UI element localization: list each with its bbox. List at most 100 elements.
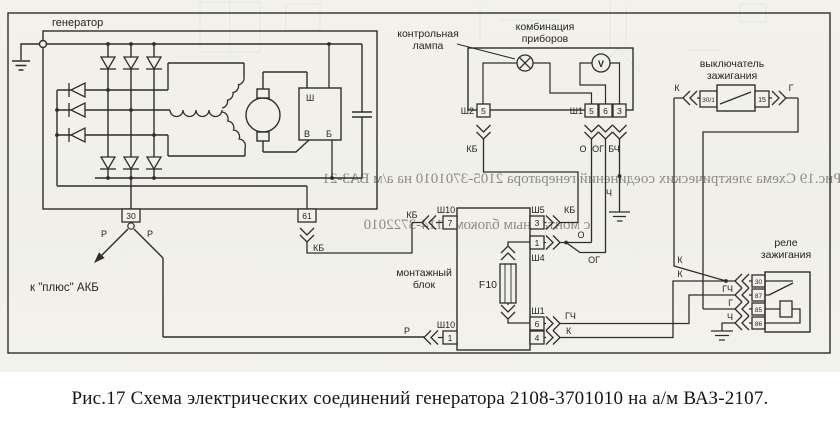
relay-pin-86: 86: [755, 321, 763, 328]
switch-left-chevron: [682, 90, 698, 106]
generator-label: генератор: [52, 17, 103, 29]
wire-ch-ground: Ч: [606, 188, 612, 198]
aux-diode-rows: [56, 89, 170, 186]
cluster-connectors: [476, 103, 627, 118]
cluster-internal-wires: [482, 62, 621, 104]
o-og-wires: [565, 139, 607, 254]
switch-pin-15: 15: [758, 97, 766, 104]
switch-pin-30-1: 30/1: [702, 97, 715, 104]
connector-sh1-pin6: 6: [603, 106, 608, 116]
ignition-relay-group: реле зажигания К К ГЧ Г Ч: [561, 237, 811, 341]
relay-body: [764, 271, 811, 333]
diode-bridge: [99, 56, 163, 171]
rotor: [245, 71, 310, 153]
terminal-30-label: 30: [126, 211, 136, 221]
generator-terminal-30: 30: [121, 208, 141, 230]
block-pin3: 3: [535, 218, 540, 228]
wire-gch-relay: ГЧ: [722, 284, 733, 294]
switch-output-wires: [673, 98, 799, 309]
switch-label-1: выключатель: [700, 58, 765, 70]
junction-dots-generator: [55, 42, 334, 180]
connector-sh1-pin5: 5: [589, 106, 594, 116]
wire-kb-cluster: КБ: [466, 144, 477, 154]
connector-sh2-label: Ш2: [461, 106, 474, 116]
block-sh10-top: Ш10: [437, 205, 455, 215]
wire-g-relay: Г: [728, 298, 733, 308]
wire-k-relay-upper: К: [677, 255, 683, 265]
battery-feed: Р Р к "плюс" АКБ: [30, 228, 424, 338]
kb-wire-gen-to-block: [299, 222, 413, 254]
cluster-label-1: комбинация: [516, 21, 575, 33]
cluster-label-2: приборов: [522, 33, 569, 45]
relay-label-1: реле: [774, 237, 797, 249]
regulator-pin-v: В: [304, 129, 310, 139]
wire-ch-relay: Ч: [727, 312, 733, 322]
wire-kb-block-right: КБ: [564, 205, 575, 215]
fuse-label: F10: [479, 279, 497, 291]
connector-sh2-pin5: 5: [481, 106, 486, 116]
wire-kb-gen61: КБ: [313, 243, 324, 253]
warning-lamp-icon: [516, 54, 534, 72]
stator-winding: [169, 76, 247, 149]
regulator-pin-sh: Ш: [306, 93, 314, 103]
block-sh1: Ш1: [531, 306, 544, 316]
generator-box: [42, 30, 378, 210]
stator-phase-leads: [167, 62, 246, 157]
wire-p-left: Р: [101, 229, 107, 239]
switch-right-chevron: [771, 90, 787, 106]
wire-k-relay-lower: К: [677, 269, 683, 279]
block-sh10-bottom: Ш10: [437, 320, 455, 330]
wire-p-block: Р: [404, 326, 410, 336]
regulator-pin-b: Б: [326, 129, 332, 139]
wiring-diagram-svg: Рис.19 Схема электрических соединений ге…: [7, 1, 840, 354]
junction-ring: [38, 39, 48, 49]
ghost-schematic-lines: [199, 1, 767, 73]
voltmeter-glyph: V: [598, 59, 604, 69]
fuse-f10: F10: [479, 241, 530, 324]
relay-pin-85: 85: [755, 307, 763, 314]
wire-gch-block: ГЧ: [565, 311, 576, 321]
mounting-block-box: [456, 207, 531, 351]
switch-pin-15-box: [754, 90, 770, 108]
schematic-scan-area: Рис.19 Схема электрических соединений ге…: [0, 0, 840, 372]
connector-sh1-label: Ш1: [570, 106, 583, 116]
bch-junction-dot: [617, 174, 622, 178]
switch-label-2: зажигания: [707, 70, 757, 82]
battery-label: к "плюс" АКБ: [30, 282, 99, 294]
cluster-connector-chevrons: [476, 124, 627, 140]
ground-symbol-generator: [12, 43, 40, 71]
block-pin7: 7: [448, 218, 453, 228]
wire-o-block: О: [577, 230, 584, 240]
relay-pin-30: 30: [755, 279, 763, 286]
block-pin1-right: 1: [535, 238, 540, 248]
wire-k-block: К: [566, 326, 572, 336]
wire-kb-block-left: КБ: [406, 210, 417, 220]
block-sh5: Ш5: [531, 205, 544, 215]
ghost-caption-mirrored: Рис.19 Схема электрических соединений ге…: [322, 171, 840, 187]
wire-k-switch: К: [674, 83, 680, 93]
mounting-block-group: монтажный блок F10 Ш10 7 Ш5 3: [299, 139, 607, 351]
wire-bch-cluster: БЧ: [608, 144, 620, 154]
ignition-switch-group: выключатель зажигания 30/1 15 К Г: [673, 58, 799, 309]
kb-wire-cluster-to-block: [482, 139, 579, 223]
relay-label-2: зажигания: [761, 249, 811, 261]
control-lamp-label-2: лампа: [413, 40, 444, 52]
wire-o-cluster: О: [579, 144, 586, 154]
block-pin1-left: 1: [448, 333, 453, 343]
terminal-61-label: 61: [302, 211, 312, 221]
relay-feed-wires: [561, 280, 735, 339]
instrument-cluster-group: контрольная лампа комбинация приборов V: [397, 21, 634, 222]
capacitor: [352, 44, 372, 178]
wire-og-block: ОГ: [588, 255, 600, 265]
aux-diodes: [68, 81, 86, 144]
relay-coil: [779, 300, 793, 318]
wire-p-right: Р: [147, 229, 153, 239]
switch-blade: [719, 91, 752, 105]
control-lamp-label-1: контрольная: [397, 28, 459, 40]
block-label-2: блок: [413, 279, 436, 291]
diagram-frame: [7, 12, 831, 354]
voltage-regulator: Ш В Б: [298, 44, 342, 178]
connector-sh1-pin3: 3: [617, 106, 622, 116]
block-pin4: 4: [535, 333, 540, 343]
